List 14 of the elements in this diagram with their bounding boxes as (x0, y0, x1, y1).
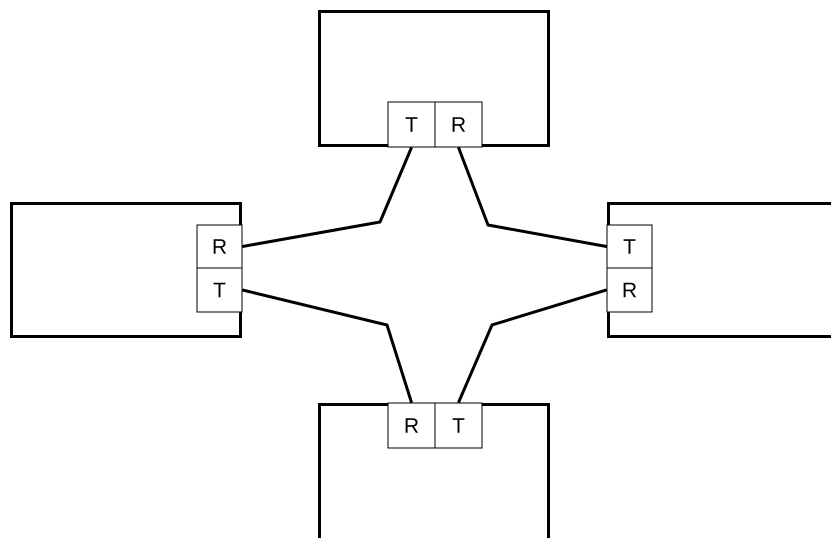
port-box: T (388, 102, 436, 148)
port-box: T (606, 224, 652, 268)
port-box: R (196, 224, 242, 268)
connector-line (242, 288, 413, 403)
device-box (318, 10, 550, 147)
connector-line (457, 288, 607, 404)
port-box: R (388, 402, 436, 448)
connector-line (242, 146, 413, 248)
device-box (10, 202, 242, 338)
connector-line (457, 146, 607, 248)
port-box: T (434, 402, 482, 448)
port-box: R (434, 102, 482, 148)
port-box: T (196, 268, 242, 312)
port-box: R (606, 268, 652, 312)
